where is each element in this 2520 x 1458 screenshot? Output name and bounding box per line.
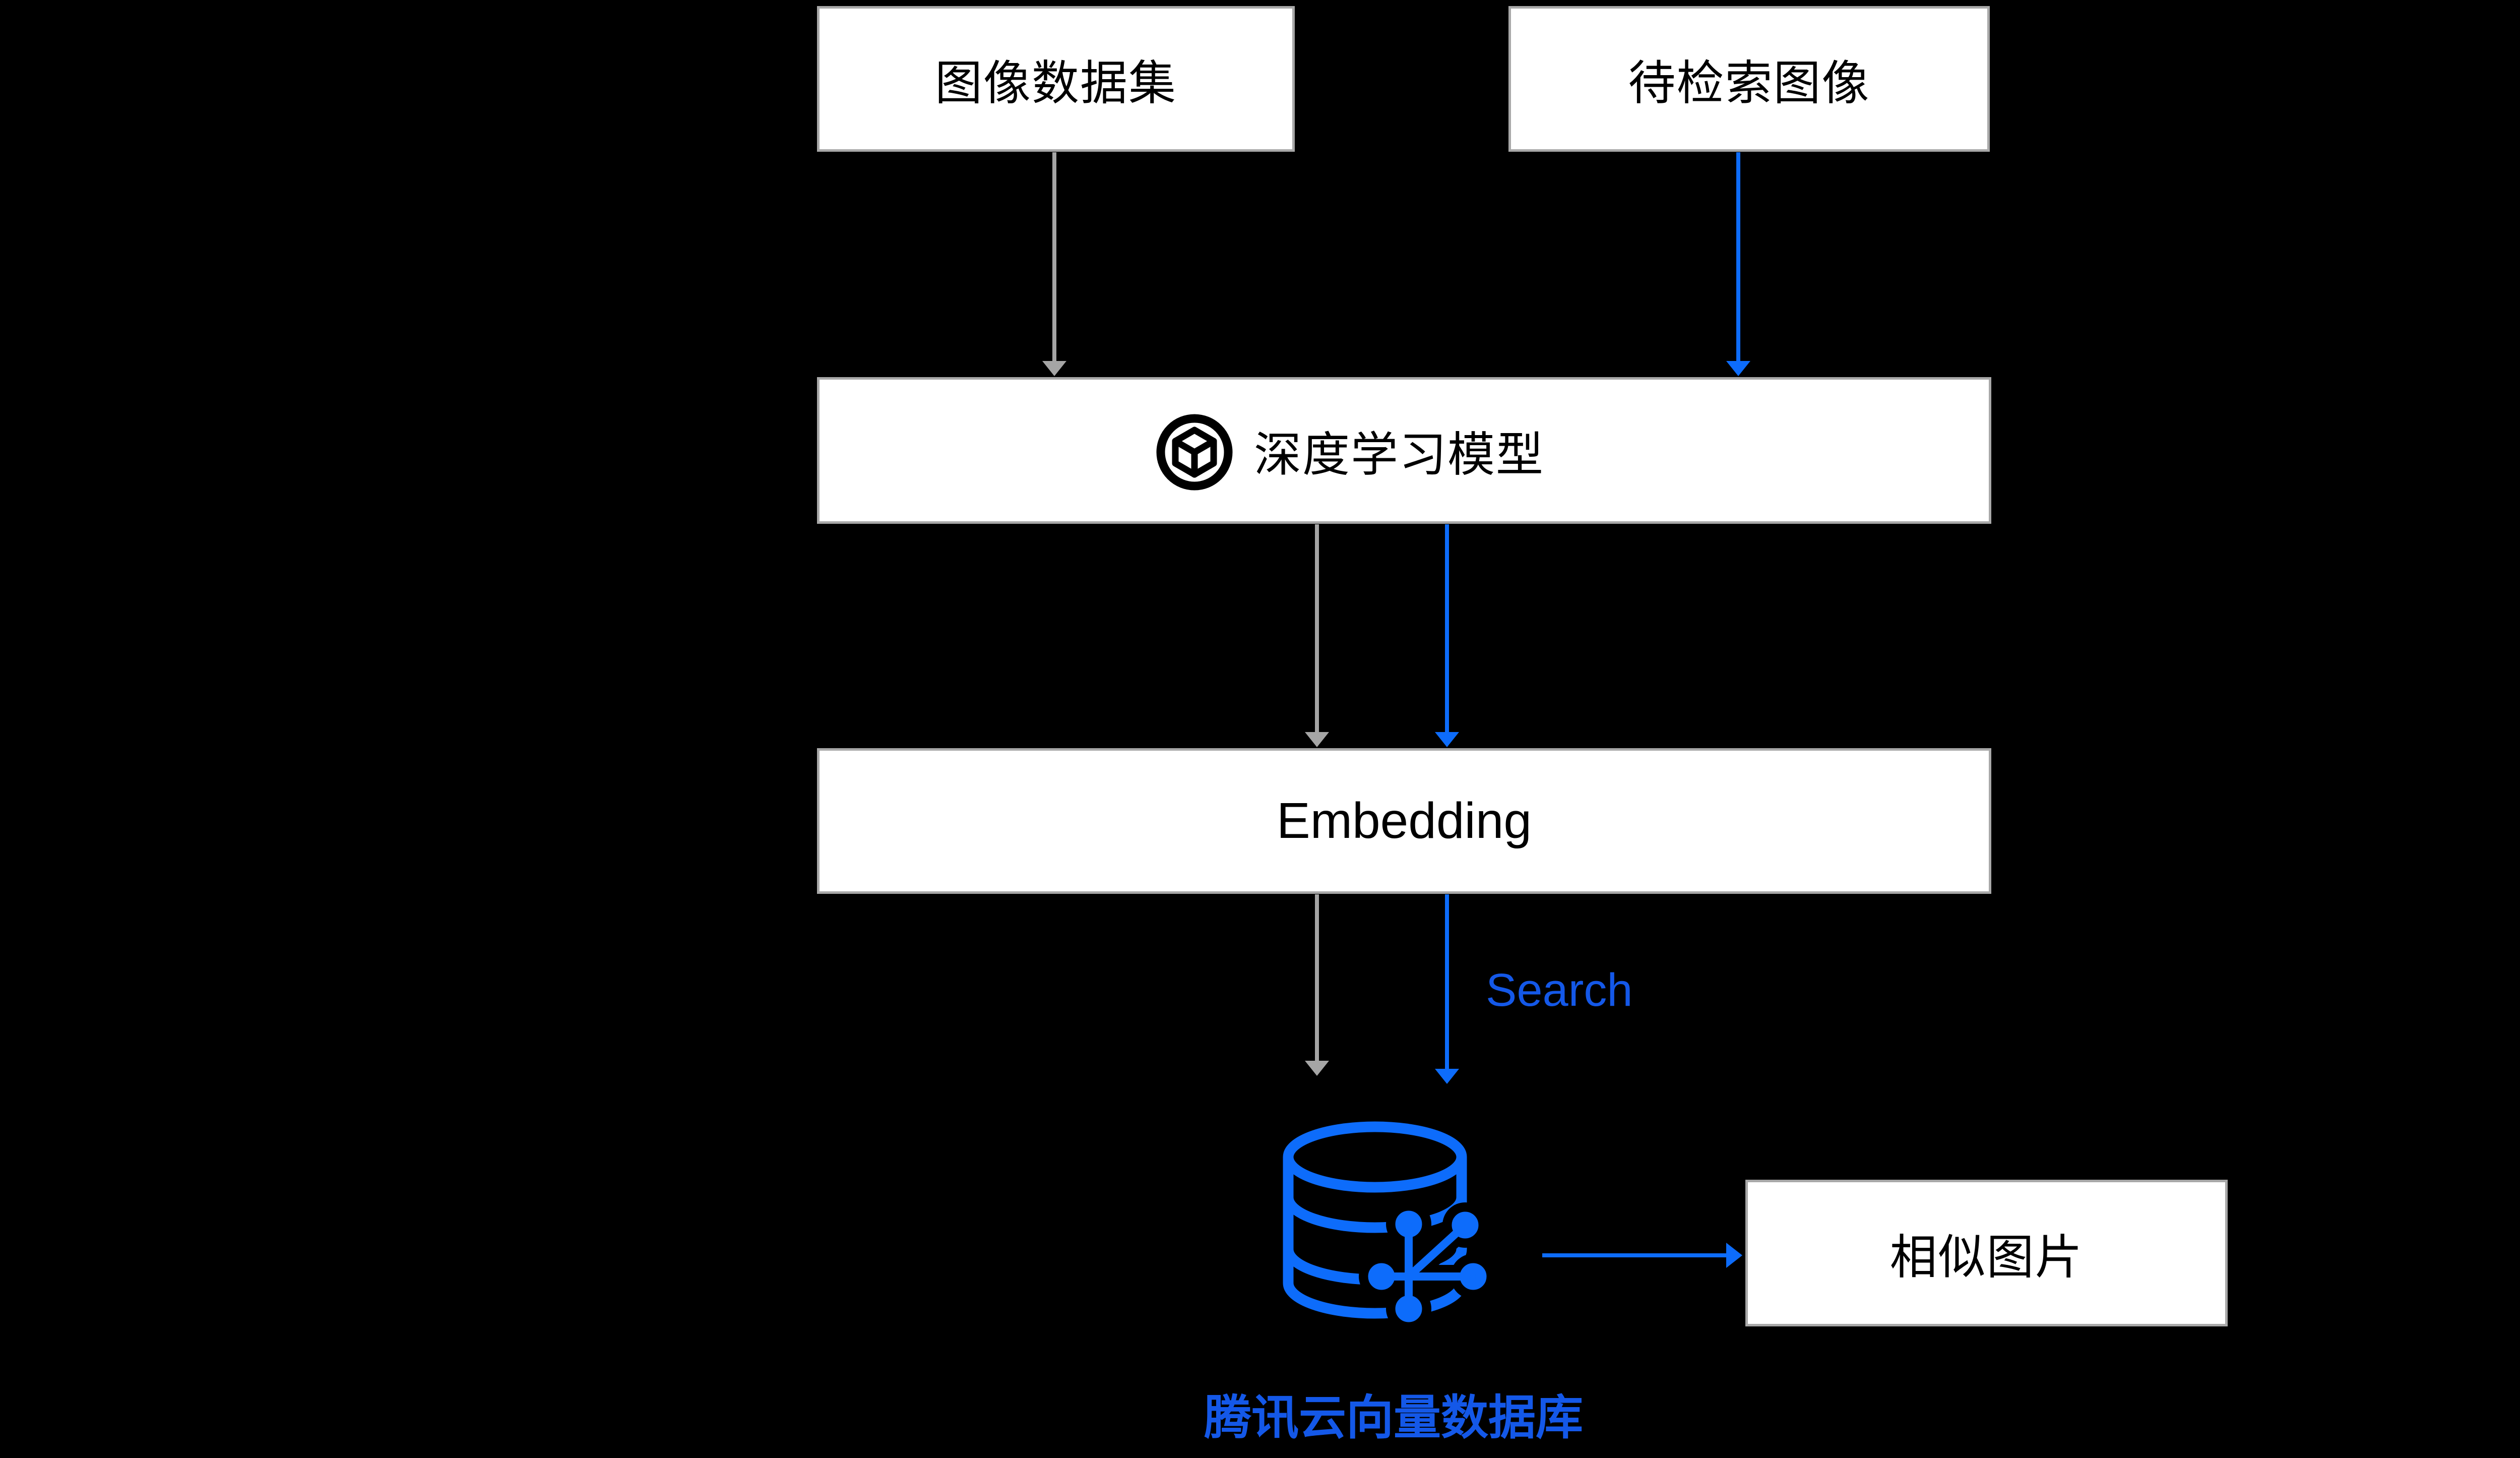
edge-embedding-to-db-blue-line [1445, 894, 1449, 1070]
embedding-label: Embedding [1277, 793, 1532, 849]
edge-embedding-to-db-gray-line [1315, 894, 1319, 1062]
search-edge-label: Search [1486, 964, 1633, 1016]
edge-db-to-similar-line [1542, 1253, 1726, 1257]
image-dataset-label: 图像数据集 [934, 56, 1177, 109]
edge-embedding-to-db-gray-arrowhead [1305, 1061, 1329, 1076]
deep-learning-model-label: 深度学习模型 [1254, 428, 1545, 481]
model-cube-icon [1156, 414, 1233, 491]
edge-dataset-to-model-line [1052, 152, 1056, 362]
query-image-label: 待检索图像 [1628, 56, 1870, 109]
edge-dataset-to-model-arrowhead [1042, 361, 1066, 376]
edge-model-to-embedding-blue-arrowhead [1435, 732, 1459, 747]
node-deep-learning-model: 深度学习模型 [817, 377, 1991, 524]
node-query-image: 待检索图像 [1508, 6, 1990, 152]
vector-database-icon [1283, 1121, 1496, 1331]
node-image-dataset: 图像数据集 [817, 6, 1295, 152]
node-embedding: Embedding [817, 748, 1991, 894]
edge-model-to-embedding-blue-line [1445, 524, 1449, 733]
edge-db-to-similar-arrowhead [1726, 1243, 1742, 1268]
vector-db-label: 腾讯云向量数据库 [1204, 1391, 1583, 1444]
similar-images-label: 相似图片 [1889, 1230, 2084, 1284]
edge-embedding-to-db-blue-arrowhead [1435, 1069, 1459, 1084]
edge-model-to-embedding-gray-line [1315, 524, 1319, 733]
edge-query-to-model-arrowhead [1726, 361, 1750, 376]
edge-model-to-embedding-gray-arrowhead [1305, 732, 1329, 747]
edge-query-to-model-line [1736, 152, 1740, 362]
node-similar-images: 相似图片 [1745, 1180, 2228, 1326]
